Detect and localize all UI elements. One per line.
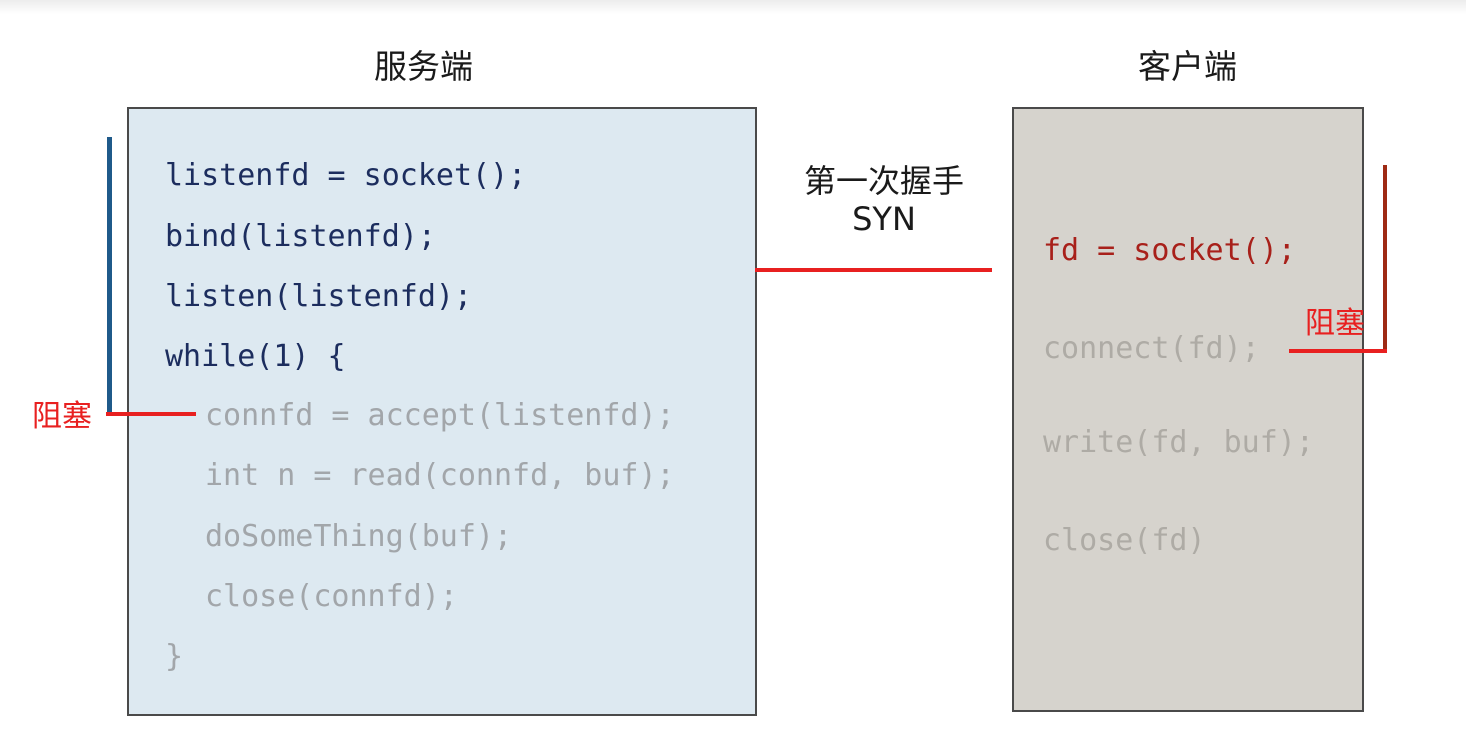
client-blocking-pointer <box>1289 349 1387 353</box>
server-code-line-dosomething: doSomeThing(buf); <box>205 519 513 554</box>
client-code-line-close: close(fd) <box>1043 523 1206 558</box>
client-blocking-bracket <box>1383 165 1387 353</box>
handshake-signal: SYN <box>852 200 916 239</box>
handshake-title: 第一次握手 <box>803 162 964 200</box>
client-code-line-socket: fd = socket(); <box>1043 233 1296 268</box>
server-blocking-bracket <box>107 137 112 415</box>
server-title: 服务端 <box>374 47 473 86</box>
client-title: 客户端 <box>1138 47 1237 86</box>
server-code-line-listen: listen(listenfd); <box>165 279 473 314</box>
syn-arrow-line <box>755 268 992 272</box>
client-code-panel <box>1012 107 1364 712</box>
server-code-line-accept: connfd = accept(listenfd); <box>205 398 675 433</box>
top-bar <box>0 0 1466 14</box>
server-code-panel <box>127 107 757 716</box>
client-block-label: 阻塞 <box>1305 306 1365 341</box>
client-code-line-write: write(fd, buf); <box>1043 425 1314 460</box>
handshake-label: 第一次握手 SYN <box>792 162 976 239</box>
server-block-label: 阻塞 <box>32 399 92 434</box>
server-code-line-close: close(connfd); <box>205 579 458 614</box>
server-code-line-bind: bind(listenfd); <box>165 219 436 254</box>
server-code-line-closing-brace: } <box>165 639 184 674</box>
server-code-line-while: while(1) { <box>165 339 346 374</box>
server-code-line-read: int n = read(connfd, buf); <box>205 458 675 493</box>
server-blocking-pointer <box>106 412 196 416</box>
server-code-line-socket: listenfd = socket(); <box>165 158 527 193</box>
client-code-line-connect: connect(fd); <box>1043 331 1260 366</box>
